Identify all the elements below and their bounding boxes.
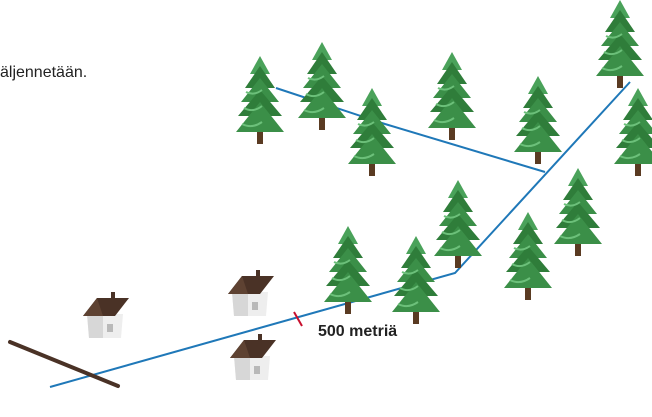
tree-icon [553,167,603,257]
tree-icon [297,41,347,131]
tree-icon [595,0,645,89]
distance-marker [293,311,303,327]
house-icon [230,334,276,380]
road-line [8,340,120,388]
house-icon [228,270,274,316]
house-icon [83,292,129,338]
fiber-line-main [49,81,631,388]
tree-icon [323,225,373,315]
caption-text: äljennetään. [0,64,88,81]
tree-icon [427,51,477,141]
tree-icon [503,211,553,301]
tree-icon [433,179,483,269]
tree-icon [391,235,441,325]
tree-icon [613,87,652,177]
tree-icon [513,75,563,165]
tree-icon [235,55,285,145]
tree-icon [347,87,397,177]
distance-label: 500 metriä [318,323,398,340]
